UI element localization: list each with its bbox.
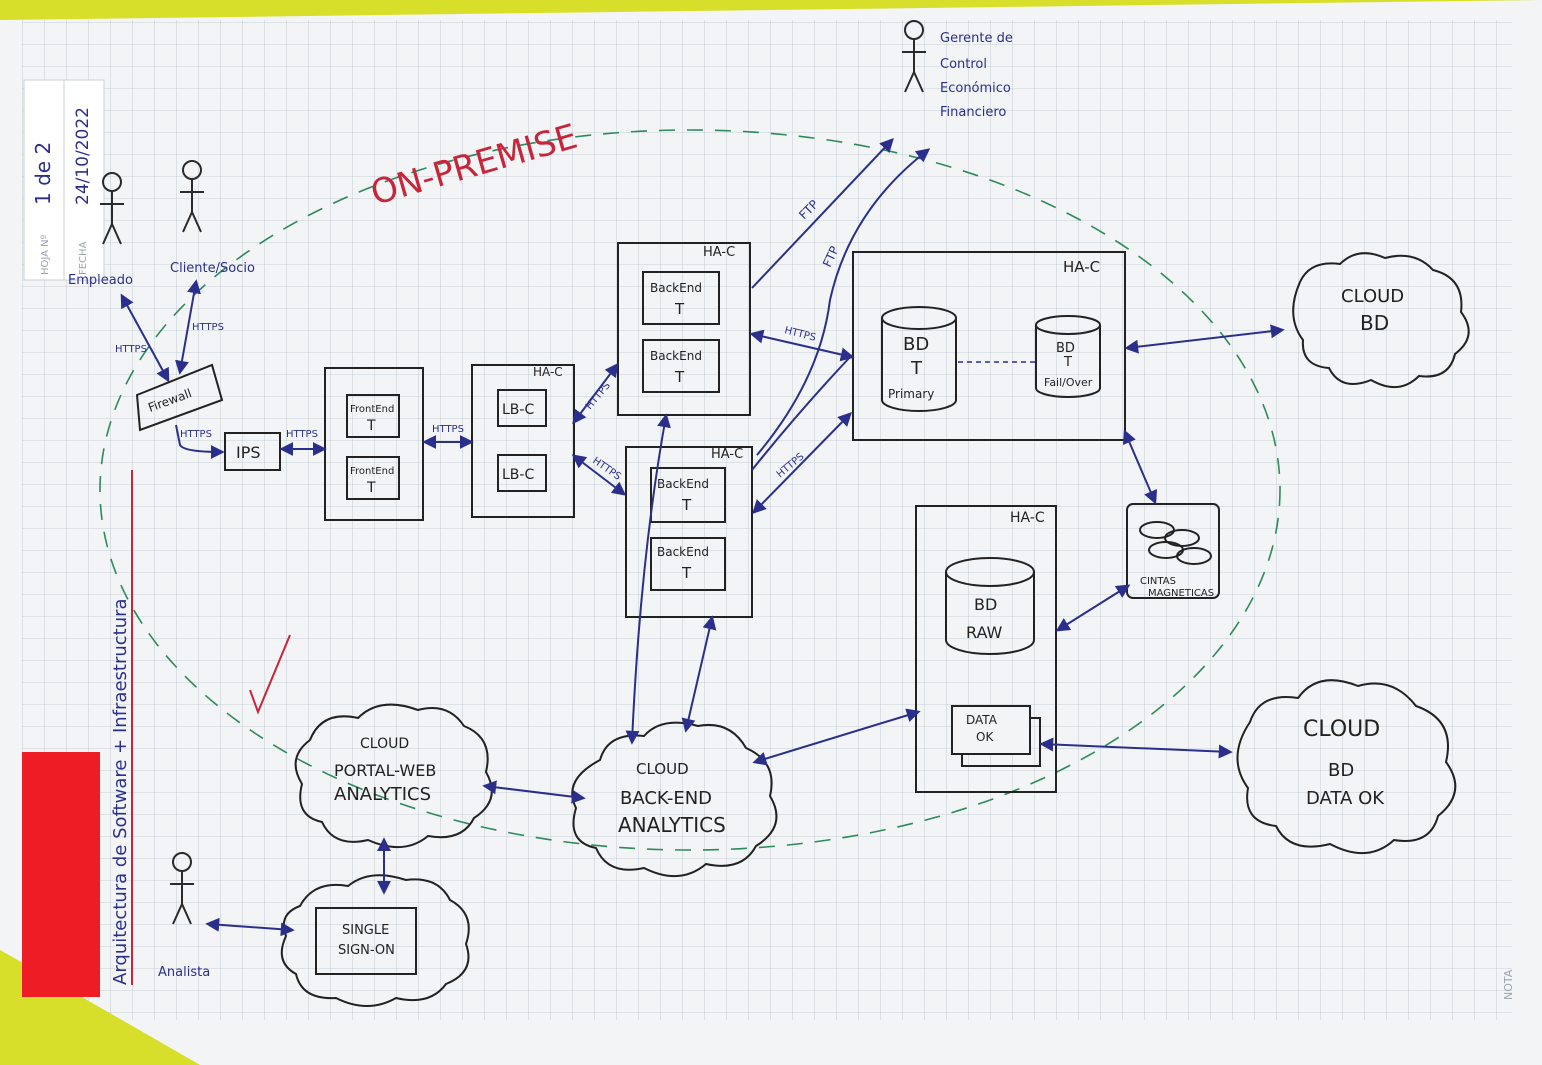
cloud-bd-line1: CLOUD	[1341, 286, 1404, 307]
nota-label: NOTA	[1502, 969, 1515, 1000]
cloud-data-ok-line1: CLOUD	[1303, 717, 1380, 742]
db-failover-label: Fail/Over	[1044, 376, 1093, 389]
backend-a1-t: T	[674, 300, 685, 318]
edge-empleado-firewall	[120, 293, 170, 383]
cloud-bd-node: CLOUD BD	[1292, 252, 1470, 388]
cloud-bd-data-ok-node: CLOUD BD DATA OK	[1236, 679, 1457, 855]
edge-backend-b-db	[752, 411, 852, 515]
db-hac-label: HA-C	[1063, 258, 1100, 276]
backend-a-hac-label: HA-C	[703, 245, 735, 260]
actor-gerente-line3: Económico	[940, 81, 1011, 96]
cintas-magneticas-node: CINTAS MAGNETICAS	[1126, 503, 1220, 599]
frontend-1-label: FrontEnd	[350, 404, 394, 415]
label-https-firewall-ips: HTTPS	[180, 429, 212, 440]
cloud-bd-line2: BD	[1360, 311, 1389, 335]
db-primary-label: Primary	[888, 387, 934, 401]
cloud-portal-line3: ANALYTICS	[334, 784, 431, 805]
db-primary-t: T	[910, 358, 923, 379]
data-ok-line1: DATA	[966, 713, 998, 727]
backend-a2-label: BackEnd	[650, 349, 702, 363]
raw-label: RAW	[966, 623, 1003, 642]
actor-gerente-line1: Gerente de	[940, 31, 1013, 46]
db-failover-t: T	[1063, 355, 1072, 370]
lbc-2-label: LB-C	[502, 467, 534, 483]
cloud-portal-line2: PORTAL-WEB	[334, 761, 436, 780]
cintas-line1: CINTAS	[1140, 576, 1176, 587]
sso-line2: SIGN-ON	[338, 943, 395, 958]
actor-gerente-line4: Financiero	[940, 105, 1006, 120]
hoja-value: 1 de 2	[31, 142, 55, 205]
cloud-data-ok-line2: BD	[1328, 760, 1354, 781]
edge-raw-cloud-analytics	[752, 708, 921, 766]
label-https-ips-frontend: HTTPS	[286, 429, 318, 440]
edge-firewall-ips	[175, 424, 225, 459]
edge-backend-b-db-2	[751, 354, 853, 471]
cloud-backend-line3: ANALYTICS	[618, 813, 726, 837]
cloud-data-ok-line3: DATA OK	[1306, 788, 1385, 809]
backend-a2-t: T	[674, 368, 685, 386]
frontend-1-t: T	[366, 418, 376, 434]
cloud-backend-line2: BACK-END	[620, 788, 712, 809]
backend-b-hac-label: HA-C	[711, 447, 743, 462]
db-primary-bd: BD	[903, 334, 929, 355]
edge-backend-a-db	[749, 329, 855, 362]
backend-b1-label: BackEnd	[657, 477, 709, 491]
edge-db-cintas	[1122, 429, 1158, 505]
backend-b1-t: T	[681, 496, 692, 514]
fecha-value: 24/10/2022	[73, 107, 93, 205]
cintas-line2: MAGNETICAS	[1148, 588, 1214, 599]
header-strip: HOJA Nº 1 de 2 FECHA 24/10/2022 NOTA	[23, 79, 1515, 1000]
label-https-frontend-lb: HTTPS	[432, 424, 464, 435]
backend-b2-t: T	[681, 564, 692, 582]
lb-hac-label: HA-C	[533, 365, 563, 379]
backend-cluster-a: HA-C BackEnd T BackEnd T	[617, 242, 751, 416]
fecha-label: FECHA	[78, 241, 89, 275]
actor-cliente: Cliente/Socio	[170, 261, 255, 276]
actor-gerente-line2: Control	[940, 57, 987, 72]
edge-portal-cloud-analytics	[482, 780, 586, 804]
red-checkmark	[249, 634, 291, 715]
raw-bd-label: BD	[974, 595, 997, 614]
on-premise-boundary	[99, 129, 1281, 851]
actor-empleado: Empleado	[68, 273, 133, 288]
cloud-backend-line1: CLOUD	[636, 760, 689, 778]
backend-a1-label: BackEnd	[650, 281, 702, 295]
edge-cliente-firewall	[175, 279, 201, 375]
edge-backend-a-cloud-analytics	[625, 413, 671, 745]
edge-lb-backend-a	[572, 362, 619, 425]
raw-data-cluster: HA-C BD RAW DATA OK	[915, 505, 1057, 793]
edge-backend-b-gerente	[756, 148, 931, 456]
frontend-2-label: FrontEnd	[350, 466, 394, 477]
backend-b2-label: BackEnd	[657, 545, 709, 559]
hoja-label: HOJA Nº	[40, 234, 51, 275]
page-title: Arquitectura de Software + Infraestructu…	[110, 598, 131, 985]
ips-label: IPS	[236, 443, 261, 462]
edge-backend-b-cloud-analytics	[681, 615, 717, 733]
edge-dataok-cloud	[1039, 737, 1233, 759]
edge-lb-backend-b	[571, 454, 627, 496]
lbc-1-label: LB-C	[502, 402, 534, 418]
sso-line1: SINGLE	[342, 923, 389, 938]
data-ok-line2: OK	[976, 730, 994, 744]
db-failover-bd: BD	[1056, 341, 1075, 356]
cloud-portal-line1: CLOUD	[360, 736, 409, 752]
frontend-2-t: T	[366, 480, 376, 496]
edge-analista-sso	[205, 917, 295, 937]
label-https-empleado: HTTPS	[115, 344, 147, 355]
edge-cintas-raw	[1055, 584, 1131, 632]
edge-backend-a-gerente	[751, 137, 894, 289]
raw-hac-label: HA-C	[1010, 510, 1045, 526]
connectors	[120, 137, 1285, 937]
red-block	[22, 752, 100, 997]
label-https-cliente: HTTPS	[192, 322, 224, 333]
edge-db-cloud-bd	[1124, 324, 1285, 354]
actor-analista: Analista	[158, 965, 210, 980]
cloud-portal-web-node: CLOUD PORTAL-WEB ANALYTICS	[294, 703, 493, 849]
